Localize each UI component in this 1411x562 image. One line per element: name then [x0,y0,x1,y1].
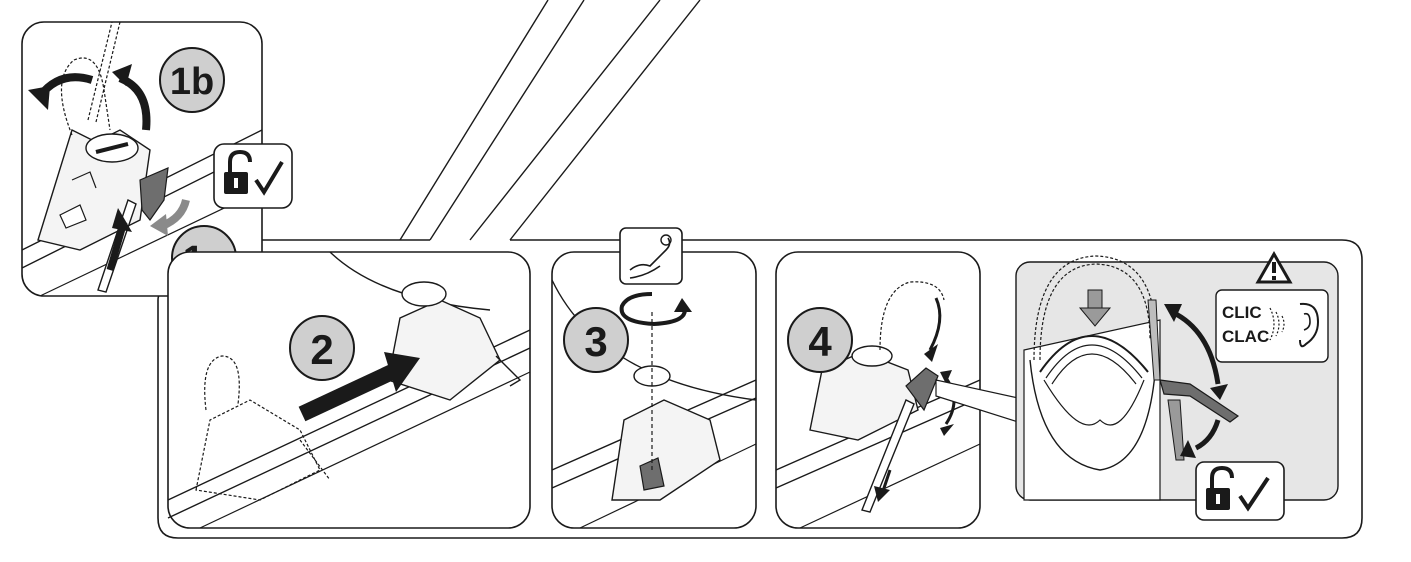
step-badge-4: 4 [787,307,853,373]
svg-text:2: 2 [310,326,333,373]
step-badge-3: 3 [563,307,629,373]
panel-step-4: 4 [775,251,1019,529]
arm-strength-icon [619,227,683,285]
detail-panel: CLIC CLAC [1015,250,1339,521]
sound-hint-box: CLIC CLAC [1215,289,1329,363]
step-badge-2: 2 [289,315,355,381]
svg-text:1b: 1b [170,61,214,103]
unlocked-padlock-check-icon [213,143,293,209]
step-badge-1b: 1b [159,47,225,113]
sound-hint-line1: CLIC [1222,303,1262,322]
panel-step-1: 1b 1a [21,21,293,297]
svg-text:3: 3 [584,318,607,365]
panel-step-2: 2 [167,251,531,529]
ear-icon [1269,302,1320,348]
slide-in-arrow [298,364,396,422]
unlocked-padlock-check-icon-2 [1195,461,1285,521]
sound-hint-line2: CLAC [1222,327,1269,346]
rotate-arrow [619,292,687,327]
svg-text:4: 4 [808,318,832,365]
strap-lines [399,0,701,241]
panel-step-3: 3 [551,227,757,529]
warning-triangle-icon [1255,250,1293,284]
